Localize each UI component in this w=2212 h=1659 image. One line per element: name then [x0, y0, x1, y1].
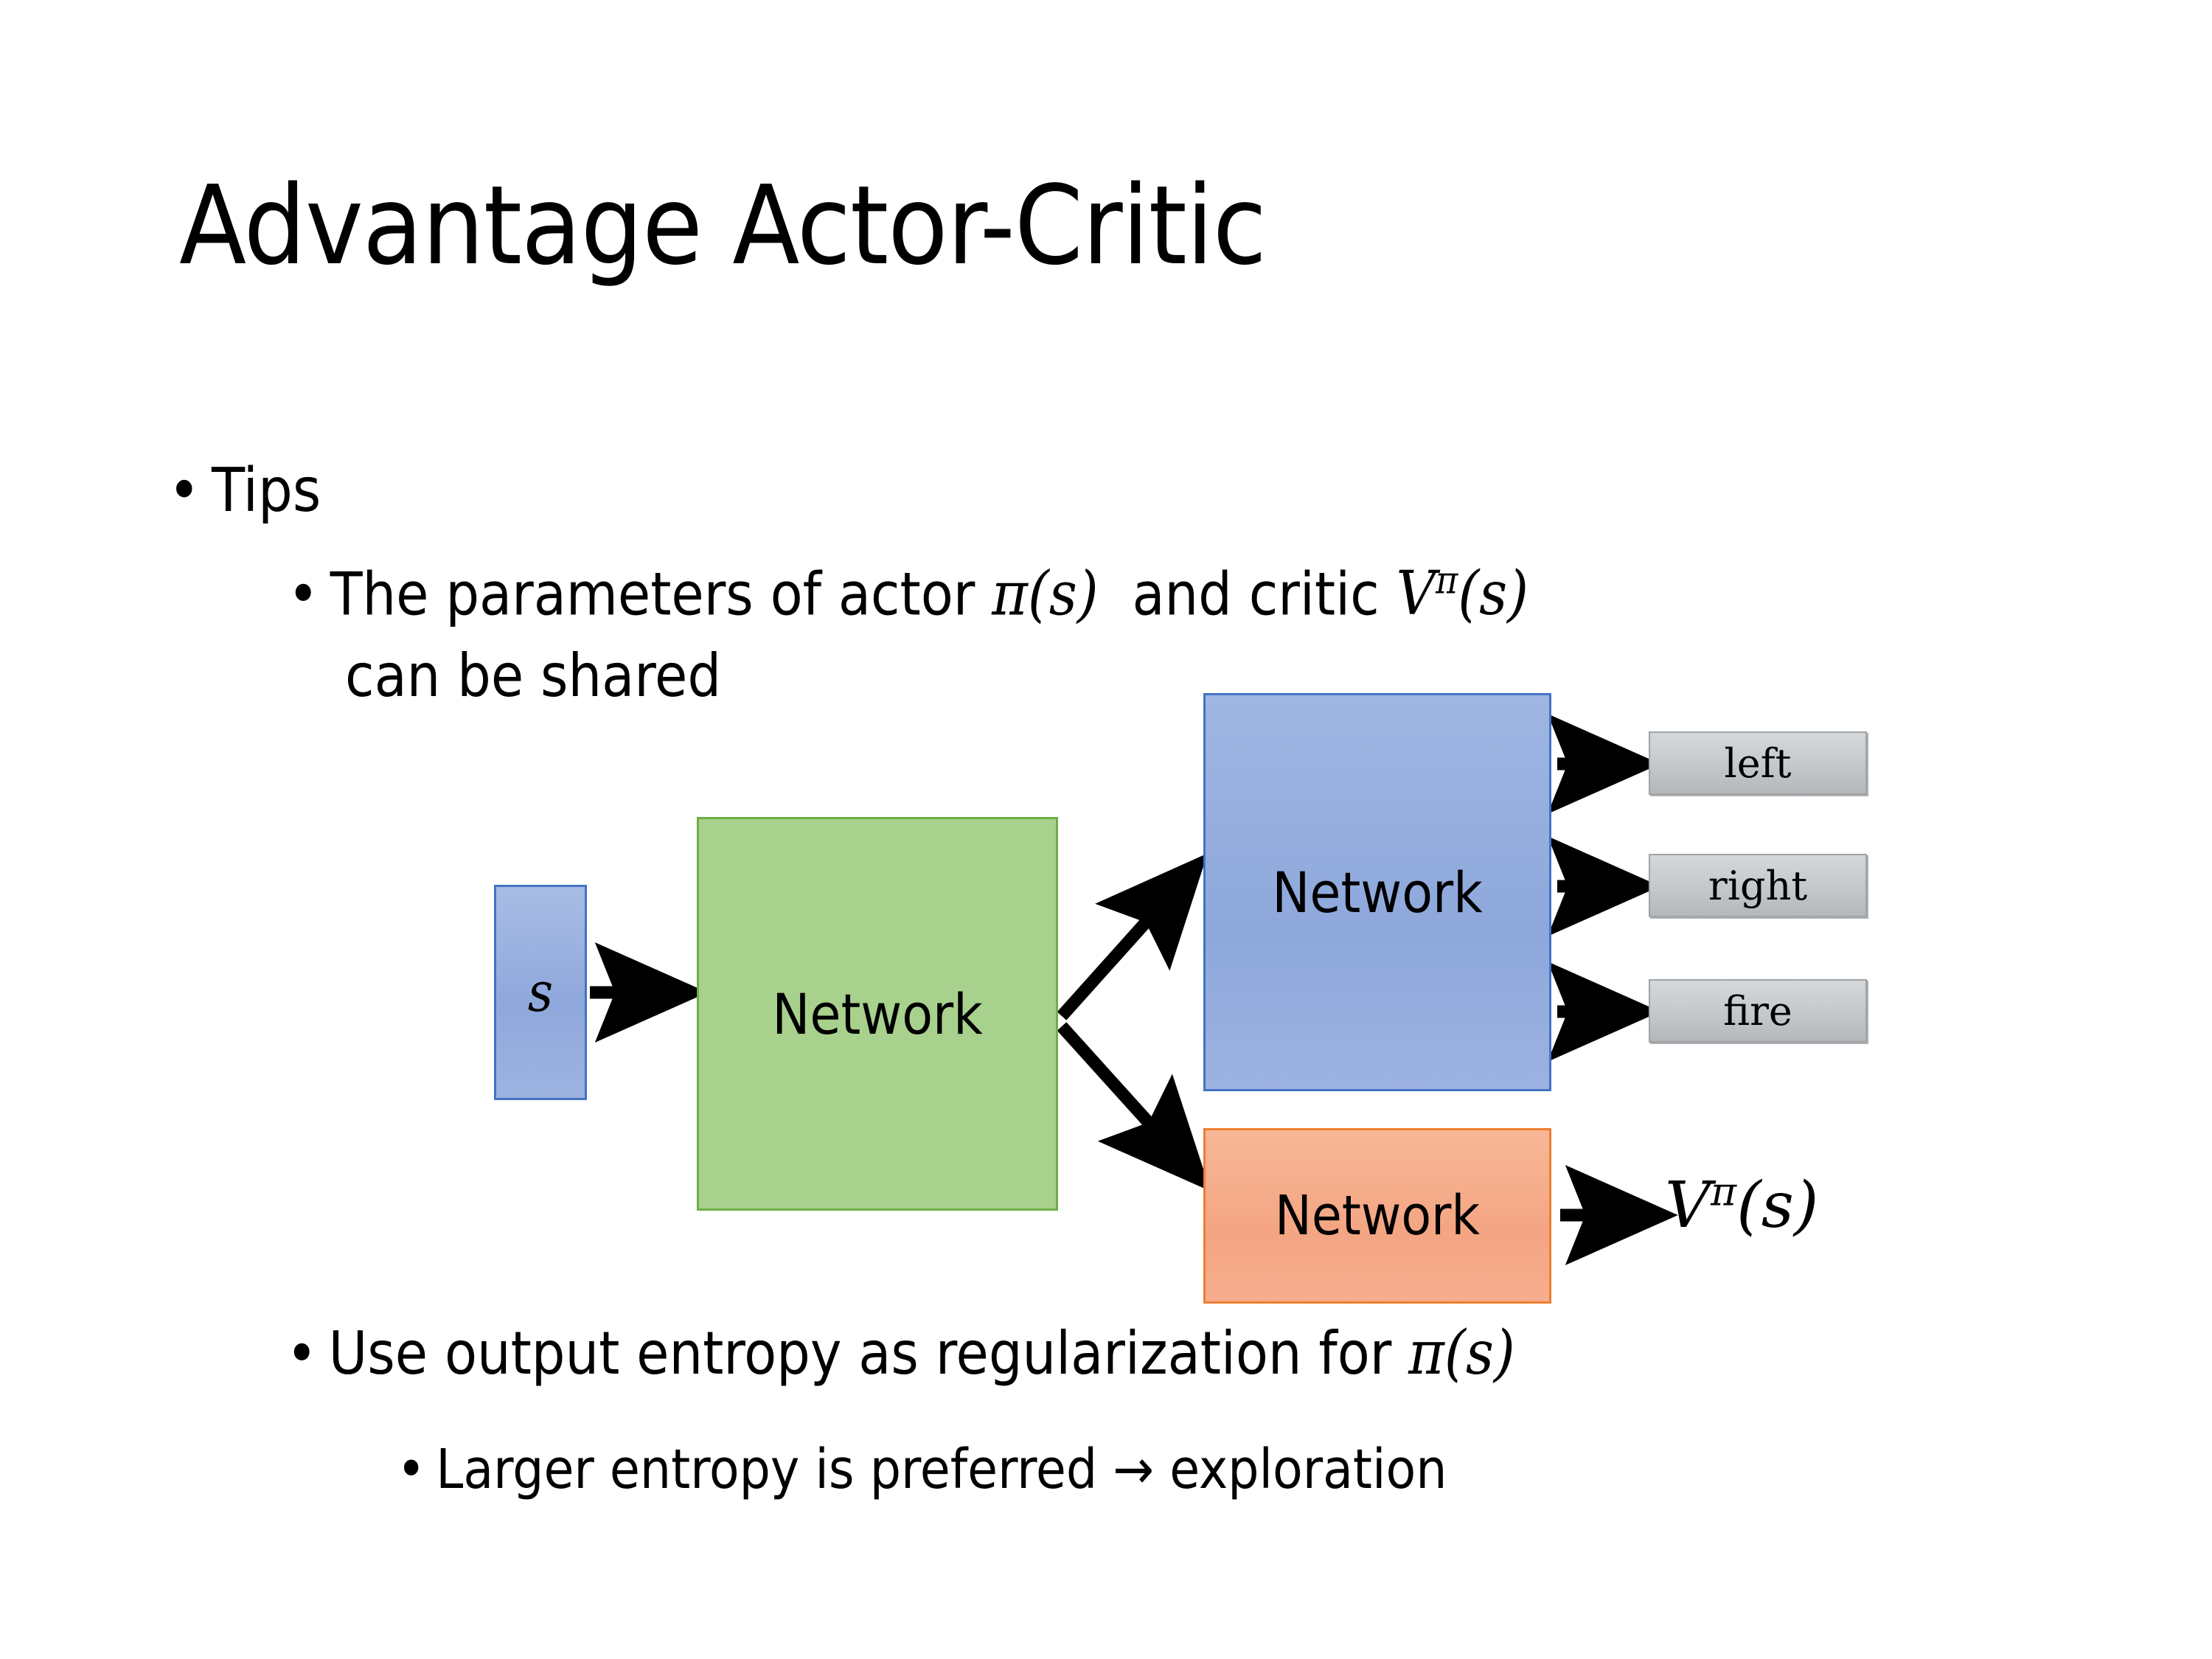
bullet-tips: •Tips: [168, 457, 321, 525]
diagram-node-actor-network[interactable]: Network: [1203, 693, 1551, 1091]
bullet-marker-icon: •: [288, 560, 319, 629]
math-critic-value: Vπ(s): [1396, 559, 1528, 629]
math-critic-superscript: π: [1436, 560, 1458, 603]
bullet-marker-icon: •: [286, 1319, 318, 1388]
bullet-tips-label: Tips: [212, 456, 321, 526]
diagram-node-input-state[interactable]: s: [494, 885, 587, 1100]
action-output-left-label: left: [1724, 740, 1792, 787]
bullet-entropy-label: Use output entropy as regularization for: [328, 1319, 1409, 1388]
math-actor-policy: π(s): [992, 559, 1099, 630]
actor-network-label: Network: [1272, 859, 1483, 925]
value-output-base: V: [1665, 1169, 1711, 1242]
bullet-marker-icon: •: [397, 1438, 426, 1501]
bullet-larger-entropy: •Larger entropy is preferred → explorati…: [397, 1439, 1447, 1500]
action-output-fire-label: fire: [1723, 987, 1792, 1034]
bullet-larger-entropy-label: Larger entropy is preferred → exploratio…: [436, 1438, 1447, 1501]
critic-network-label: Network: [1275, 1184, 1480, 1248]
action-output-right-label: right: [1708, 862, 1808, 909]
value-output-label: Vπ(s): [1665, 1169, 1818, 1242]
arrow-shared-to-critic: [1057, 1022, 1211, 1192]
value-output-superscript: π: [1711, 1169, 1737, 1215]
math-policy-pi-s: π(s): [1408, 1318, 1515, 1388]
action-output-left[interactable]: left: [1649, 731, 1867, 795]
page-title: Advantage Actor-Critic: [179, 162, 1267, 289]
bullet-params-text-pre: The parameters of actor: [330, 560, 992, 629]
input-state-label: s: [527, 961, 554, 1024]
math-critic-argument: (s): [1458, 559, 1529, 630]
diagram-node-critic-network[interactable]: Network: [1203, 1128, 1551, 1304]
bullet-params-text-mid: and critic: [1098, 560, 1397, 629]
action-output-fire[interactable]: fire: [1649, 979, 1867, 1043]
shared-network-label: Network: [772, 981, 983, 1047]
value-output-argument: (s): [1736, 1169, 1819, 1242]
bullet-shared-parameters: •The parameters of actor π(s) and critic…: [288, 560, 2131, 629]
bullet-shared-label: can be shared: [345, 641, 722, 710]
action-output-right[interactable]: right: [1649, 854, 1867, 917]
math-critic-base: V: [1396, 559, 1436, 630]
bullet-marker-icon: •: [168, 456, 201, 526]
arrow-shared-to-actor: [1057, 853, 1208, 1020]
bullet-entropy-regularization: •Use output entropy as regularization fo…: [286, 1318, 1515, 1388]
diagram-node-shared-network[interactable]: Network: [697, 817, 1058, 1211]
bullet-shared-parameters-line2: can be shared: [345, 643, 721, 709]
